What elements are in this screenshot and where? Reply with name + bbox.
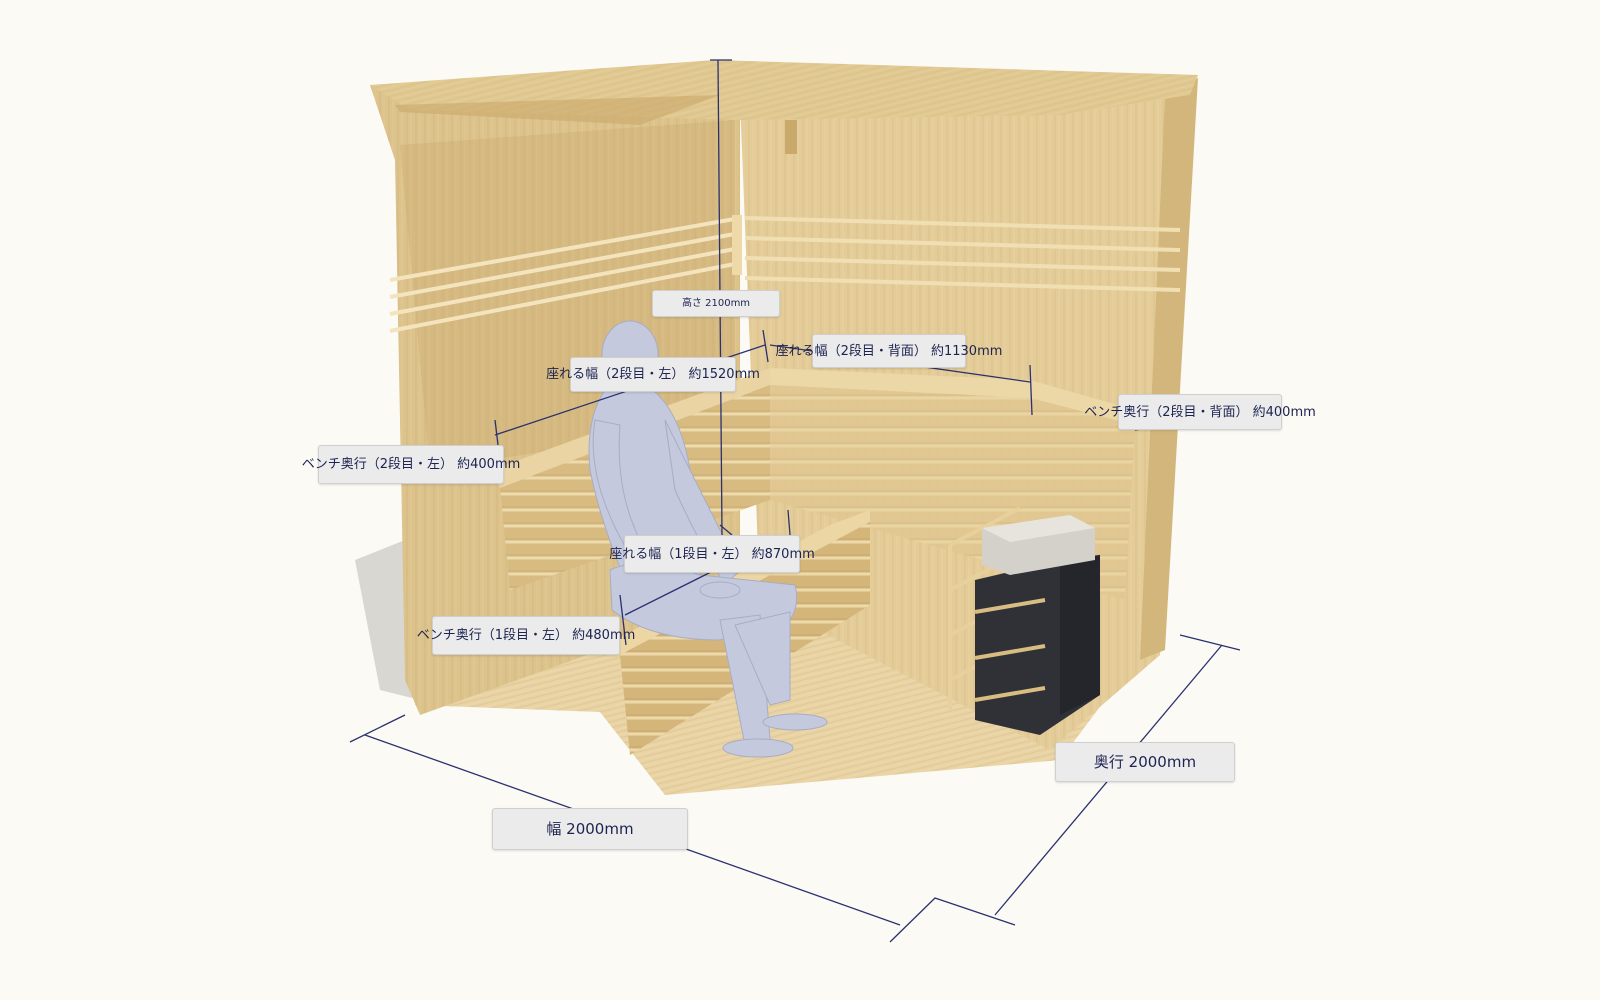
tier1-left-width-label: 座れる幅（1段目・左） 約870mm (609, 535, 815, 573)
tier1-left-depth-text: ベンチ奥行（1段目・左） 約480mm (416, 628, 636, 643)
width-label: 幅 2000mm (492, 808, 688, 850)
depth-label-text: 奥行 2000mm (1093, 752, 1197, 771)
depth-label: 奥行 2000mm (1055, 742, 1235, 782)
tier2-back-depth-text: ベンチ奥行（2段目・背面） 約400mm (1084, 404, 1316, 420)
width-label-text: 幅 2000mm (546, 819, 634, 838)
ceiling-notch (395, 95, 720, 125)
vent (785, 120, 797, 154)
height-label: 高さ 2100mm (652, 290, 780, 317)
tier2-left-width-text: 座れる幅（2段目・左） 約1520mm (546, 367, 760, 382)
bench-tier2-back-top (770, 368, 1135, 425)
tier2-left-width-label: 座れる幅（2段目・左） 約1520mm (546, 357, 760, 392)
tier2-back-width-label: 座れる幅（2段目・背面） 約1130mm (776, 334, 1002, 368)
tier2-back-depth-label: ベンチ奥行（2段目・背面） 約400mm (1084, 394, 1316, 430)
height-label-text: 高さ 2100mm (681, 297, 751, 309)
tier2-left-depth-text: ベンチ奥行（2段目・左） 約400mm (301, 457, 521, 472)
right-wall (1140, 78, 1198, 660)
tier1-left-depth-label: ベンチ奥行（1段目・左） 約480mm (417, 616, 635, 655)
tier1-left-width-text: 座れる幅（1段目・左） 約870mm (609, 546, 815, 562)
tier2-back-width-text: 座れる幅（2段目・背面） 約1130mm (775, 343, 1003, 359)
sauna-stove (974, 515, 1100, 735)
left-backrest-rails (389, 216, 741, 333)
corner-post (732, 215, 742, 275)
tier2-left-depth-label: ベンチ奥行（2段目・左） 約400mm (302, 445, 520, 484)
back-backrest-rails (744, 216, 1181, 292)
